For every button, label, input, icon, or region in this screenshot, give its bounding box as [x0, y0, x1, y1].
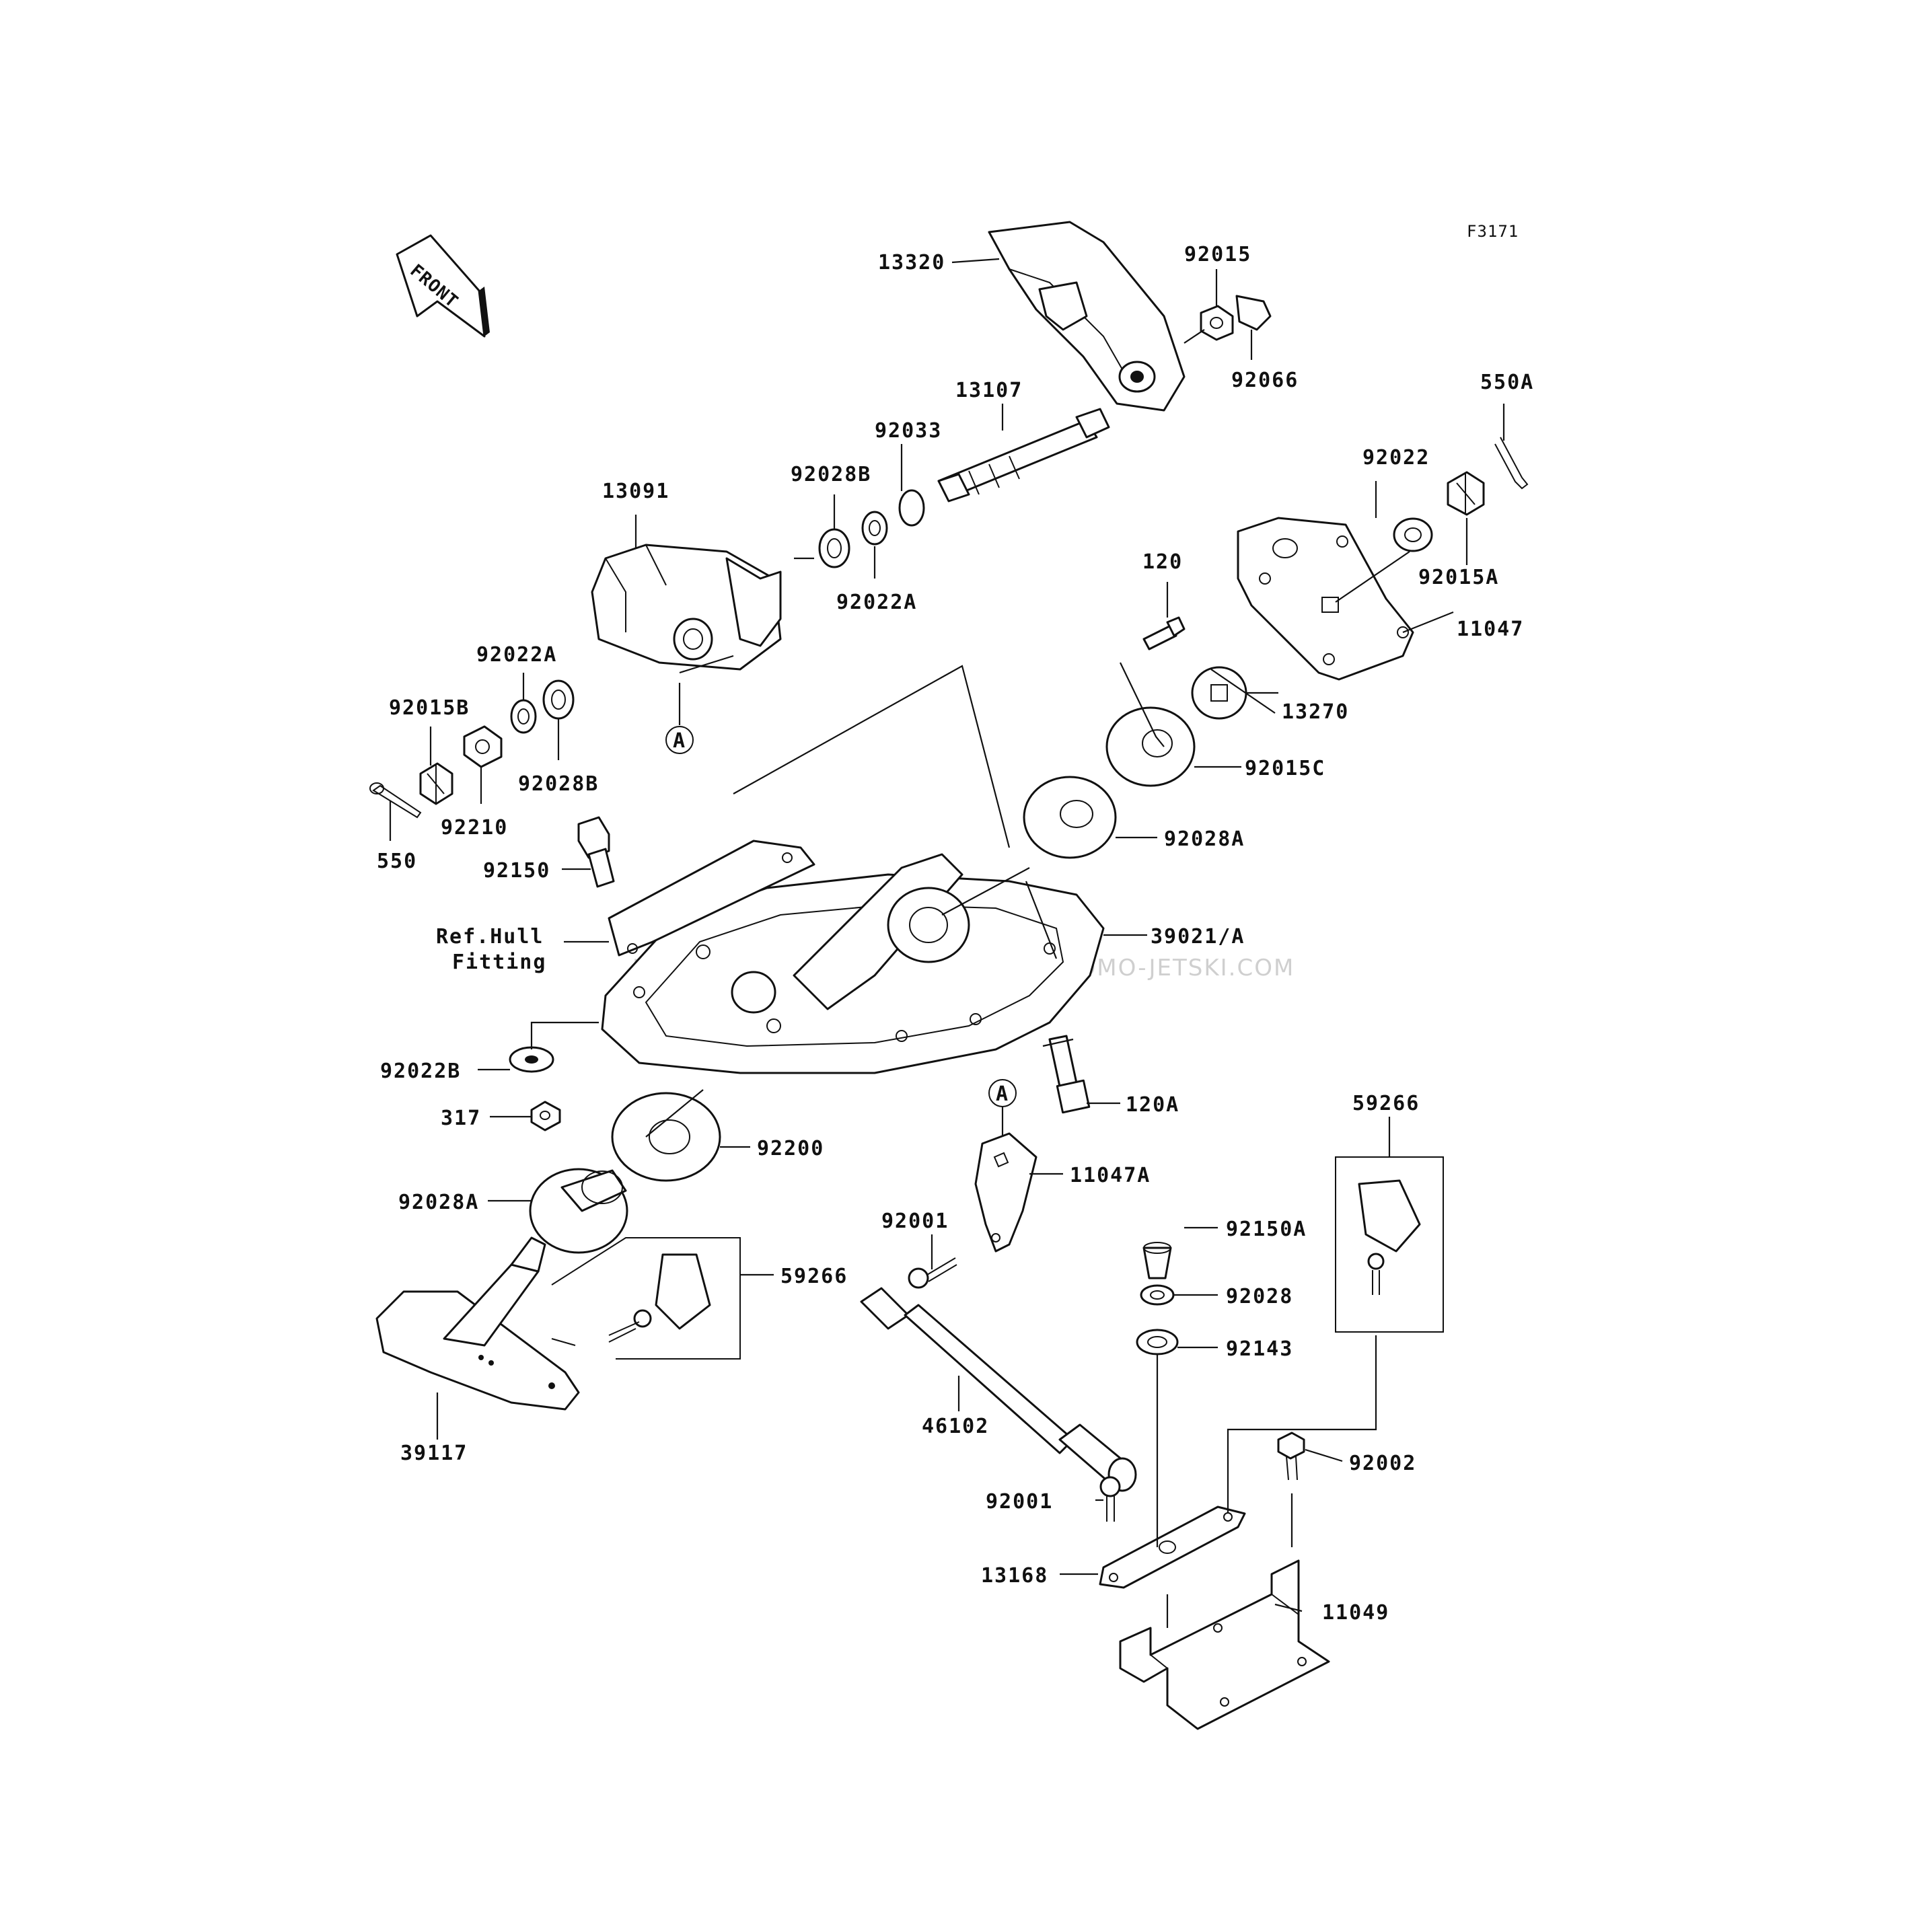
bushing-92028B-top [818, 528, 850, 568]
washer-92022A-left [510, 699, 537, 734]
label-fitting: Fitting [452, 951, 546, 974]
label-92002: 92002 [1349, 1452, 1416, 1475]
reference-marker-A-upper: A [665, 726, 694, 754]
label-92028: 92028 [1226, 1285, 1293, 1308]
snap-ring-92033 [898, 489, 925, 527]
label-59266-right: 59266 [1352, 1092, 1420, 1115]
bolt-120A [1048, 1035, 1091, 1114]
ball-stud-92001-bottom [1099, 1476, 1121, 1522]
label-92001-bottom: 92001 [986, 1490, 1053, 1514]
grommet-92028A-left [529, 1168, 628, 1254]
label-92066: 92066 [1231, 369, 1299, 392]
label-59266-left: 59266 [780, 1265, 848, 1288]
label-92022B: 92022B [380, 1060, 461, 1083]
label-317: 317 [441, 1107, 481, 1130]
ball-joint-59266-left [551, 1237, 741, 1360]
figure-code: F3171 [1467, 222, 1519, 241]
label-92015: 92015 [1184, 243, 1251, 266]
label-120A: 120A [1126, 1093, 1179, 1117]
hull-fitting-39021A [601, 853, 1105, 1074]
bolt-92150A [1142, 1242, 1172, 1279]
label-120: 120 [1142, 550, 1183, 574]
label-92022: 92022 [1362, 446, 1430, 470]
bolt-120 [1142, 616, 1186, 651]
leader-lines [389, 258, 1505, 1628]
label-92015C: 92015C [1245, 757, 1325, 780]
front-arrow-icon: FRONT [396, 234, 490, 338]
reference-marker-A-lower: A [988, 1079, 1017, 1107]
ball-joint-59266-right [1335, 1156, 1444, 1333]
rod-46102 [860, 1287, 1137, 1492]
grommet-92028A-right [1023, 776, 1117, 859]
bracket-11049 [1119, 1559, 1330, 1730]
label-92150: 92150 [483, 859, 550, 883]
label-92028B-top: 92028B [791, 463, 871, 486]
label-13168: 13168 [981, 1564, 1048, 1588]
label-92022A-left: 92022A [476, 643, 557, 667]
handle-13320 [988, 221, 1186, 412]
label-13270: 13270 [1282, 700, 1349, 724]
label-92028A-left: 92028A [398, 1191, 479, 1214]
ball-stud-92001-top [908, 1257, 957, 1289]
cotter-pin-550A [1494, 437, 1529, 490]
castle-nut-92015B [419, 762, 453, 805]
label-92015A: 92015A [1418, 566, 1499, 589]
washer-92022 [1393, 517, 1433, 552]
label-46102: 46102 [922, 1415, 989, 1438]
label-92143: 92143 [1226, 1337, 1293, 1361]
svg-text:A: A [996, 1082, 1009, 1106]
bracket-11047 [1237, 517, 1414, 681]
label-92200: 92200 [757, 1137, 824, 1160]
label-39117: 39117 [400, 1442, 468, 1465]
label-550: 550 [377, 850, 417, 873]
bushing-92143 [1136, 1329, 1179, 1355]
bolt-92150 [577, 816, 615, 888]
label-92150A: 92150A [1226, 1218, 1307, 1241]
label-13091: 13091 [602, 480, 669, 503]
label-92028A-right: 92028A [1164, 827, 1245, 851]
cap-92015C [1105, 706, 1196, 787]
label-92022A-top: 92022A [836, 591, 917, 614]
svg-text:A: A [673, 729, 686, 753]
bushing-92028 [1140, 1284, 1175, 1306]
hull-bracket [608, 840, 815, 957]
label-550A: 550A [1480, 371, 1534, 394]
bushing-92028B-left [542, 679, 575, 720]
part-labels: 13320 92015 92066 550A 13107 92033 92028… [377, 243, 1534, 1625]
label-92033: 92033 [875, 419, 942, 443]
nut-92210 [463, 725, 503, 768]
washer-92022B [509, 1046, 554, 1073]
label-13320: 13320 [878, 251, 945, 274]
nut-317 [530, 1101, 561, 1131]
label-92210: 92210 [441, 816, 508, 840]
link-plate-13168 [1099, 1506, 1246, 1589]
label-13107: 13107 [955, 379, 1023, 402]
label-11047A: 11047A [1070, 1164, 1151, 1187]
plate-11047A [974, 1132, 1038, 1253]
castle-nut-92015A [1447, 471, 1485, 516]
label-ref-hull: Ref.Hull [436, 925, 544, 949]
cotter-pin-550 [369, 782, 422, 819]
shaft-13107 [937, 408, 1110, 503]
label-11047: 11047 [1457, 618, 1524, 641]
label-11049: 11049 [1322, 1601, 1389, 1625]
lever-39117 [375, 1236, 580, 1411]
nut-92015 [1200, 305, 1234, 341]
washer-92200 [611, 1092, 721, 1182]
label-92015B: 92015B [389, 696, 470, 720]
label-92001-top: 92001 [881, 1210, 949, 1233]
label-39021A: 39021/A [1151, 925, 1245, 949]
washer-92066 [1235, 295, 1272, 331]
label-92028B-left: 92028B [518, 772, 599, 796]
housing-13091 [591, 544, 782, 671]
bolt-92002 [1277, 1432, 1305, 1481]
washer-92022A-top [861, 511, 888, 546]
